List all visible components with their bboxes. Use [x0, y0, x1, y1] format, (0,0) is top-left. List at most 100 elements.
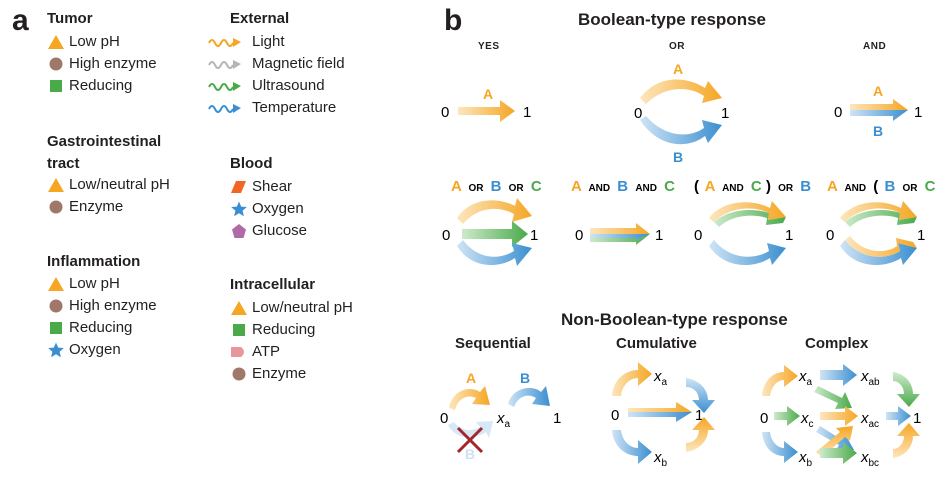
item-label: High enzyme — [69, 55, 157, 72]
item-label: Magnetic field — [252, 55, 345, 72]
label-c: C — [925, 178, 936, 195]
arrow-c — [845, 209, 917, 227]
square-icon — [50, 322, 62, 334]
label-a: A — [705, 178, 716, 195]
star-icon — [231, 201, 247, 217]
item-label: Low/neutral pH — [69, 176, 170, 193]
triangle-icon — [48, 35, 64, 49]
arrow-0-to-xc — [774, 406, 800, 426]
arrow-xc-to-xac — [820, 406, 858, 426]
arrow-xa-to-xac-green — [814, 386, 852, 409]
state-0: 0 — [441, 104, 449, 121]
arrow-xbc-to-1 — [893, 423, 920, 458]
label-a: A — [827, 178, 838, 195]
arrow-a — [640, 79, 722, 104]
state-xa: xa — [653, 368, 668, 388]
label-a: A — [571, 178, 582, 195]
square-icon — [50, 80, 62, 92]
state-0: 0 — [826, 227, 834, 244]
state-0: 0 — [694, 227, 702, 244]
expression: A AND B AND C — [571, 178, 675, 195]
arrow-to-xa — [762, 365, 798, 396]
state-xa: xa — [496, 410, 511, 430]
state-0: 0 — [634, 105, 642, 122]
square-icon — [233, 324, 245, 336]
and-diagram: A B 0 1 — [834, 83, 922, 139]
item-label: Shear — [252, 178, 293, 195]
arrow-b — [590, 234, 650, 240]
arrow-top-left — [612, 362, 652, 396]
arrow-a — [850, 99, 908, 110]
a-or-b-or-c-diagram: A OR B OR C 0 1 — [442, 178, 542, 266]
yes-diagram: A 0 1 — [441, 86, 531, 122]
subscript: a — [505, 419, 511, 430]
label-c: C — [531, 178, 542, 195]
label-b-faded: B — [465, 446, 475, 462]
complex-heading: Complex — [805, 335, 869, 352]
arrow-xac-to-1 — [886, 406, 911, 426]
x-var: x — [653, 368, 662, 385]
arrow-bottom-left — [612, 430, 652, 464]
intracellular-title: Intracellular — [230, 276, 316, 293]
item-label: Light — [252, 33, 285, 50]
pentagon-icon — [232, 224, 246, 238]
state-1: 1 — [721, 105, 729, 122]
item-label: Glucose — [252, 222, 308, 239]
arrow-a — [457, 198, 532, 224]
arrow-a — [458, 100, 515, 122]
label-b: B — [873, 123, 883, 139]
sequential-diagram: A B B 0 xa 1 — [440, 370, 561, 462]
green-wave-icon — [208, 82, 241, 91]
item-label: Reducing — [69, 319, 133, 336]
arrow-b — [457, 240, 532, 266]
arrow-a-lower — [845, 236, 917, 257]
blocked-cross-icon — [456, 426, 484, 454]
state-0: 0 — [611, 407, 619, 424]
state-xab: xab — [860, 368, 880, 388]
subscript: ab — [869, 377, 881, 388]
arrow-middle-orange — [628, 402, 692, 412]
triangle-icon — [48, 277, 64, 291]
x-var: x — [496, 410, 505, 427]
cumulative-heading: Cumulative — [616, 335, 697, 352]
arrow-b — [640, 116, 722, 145]
item-label: Enzyme — [252, 365, 307, 382]
op-and: AND — [588, 183, 610, 194]
item-label: Reducing — [252, 321, 316, 338]
state-xb: xb — [653, 449, 668, 469]
item-label: Oxygen — [252, 200, 304, 217]
paren-close: ) — [766, 178, 771, 195]
item-label: High enzyme — [69, 297, 157, 314]
state-0: 0 — [440, 410, 448, 427]
paren-open: ( — [873, 178, 878, 195]
star-icon — [48, 342, 64, 358]
x-var: x — [798, 368, 807, 385]
state-1: 1 — [655, 227, 663, 244]
item-label: Reducing — [69, 77, 133, 94]
a-and-b-and-c-diagram: A AND B AND C 0 1 — [571, 178, 675, 245]
state-1: 1 — [785, 227, 793, 244]
triangle-icon — [48, 178, 64, 192]
item-label: Low/neutral pH — [252, 299, 353, 316]
gi-title-line2: tract — [47, 155, 80, 172]
blood-title: Blood — [230, 155, 273, 172]
x-var: x — [653, 449, 662, 466]
gi-title-line1: Gastrointestinal — [47, 133, 162, 150]
item-label: Oxygen — [69, 341, 121, 358]
state-xa: xa — [798, 368, 813, 388]
parallelogram-icon — [231, 181, 246, 193]
nonboolean-title: Non-Boolean-type response — [561, 310, 788, 329]
arrow-xb-to-xbc — [820, 442, 857, 464]
subscript: a — [807, 377, 813, 388]
arrow-xab-to-1 — [893, 372, 920, 407]
op-and: AND — [722, 183, 744, 194]
a-and-c-or-b-diagram: ( A AND C ) OR B 0 1 — [694, 178, 811, 266]
arrow-c — [462, 221, 528, 247]
op-or: OR — [468, 183, 484, 194]
state-1: 1 — [917, 227, 925, 244]
x-var: x — [798, 449, 807, 466]
subscript: b — [807, 458, 813, 469]
arrow-b — [840, 240, 917, 266]
arrow-top-right — [686, 378, 715, 413]
x-var: x — [860, 449, 869, 466]
